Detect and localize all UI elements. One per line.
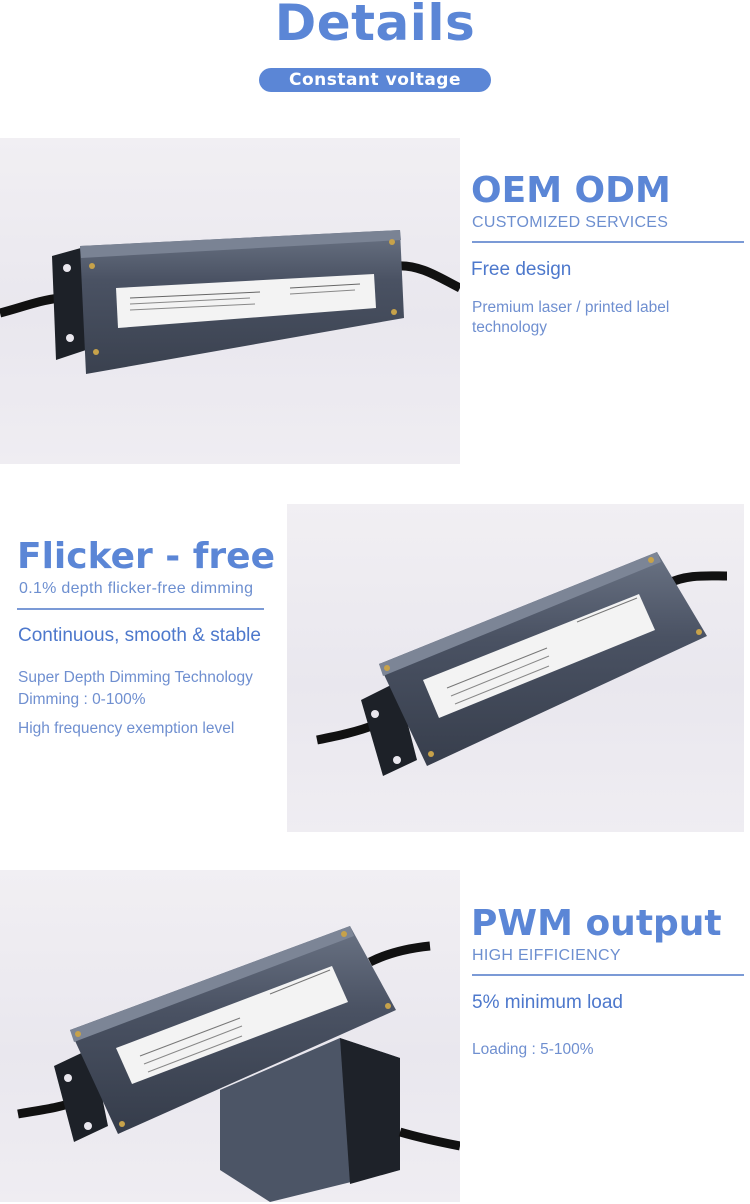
cable-right xyxy=(664,571,728,589)
detail-line: Loading : 5-100% xyxy=(472,1041,594,1058)
section-2-feature: Continuous, smooth & stable xyxy=(18,625,261,646)
product-label xyxy=(116,966,348,1084)
led-driver-image xyxy=(17,926,460,1202)
end-cap xyxy=(340,1038,400,1184)
section-1-details: Premium laser / printed label technology xyxy=(472,298,669,338)
section-3-details: Loading : 5-100% xyxy=(472,1040,594,1060)
page-title: Details xyxy=(274,0,476,52)
section-3-heading: PWM output xyxy=(471,903,722,944)
cable-left xyxy=(316,719,379,745)
section-2-heading: Flicker - free xyxy=(17,536,276,577)
product-label xyxy=(116,274,376,328)
detail-line: Dimming : 0-100% xyxy=(18,691,146,708)
detail-line: technology xyxy=(472,319,547,336)
led-driver-image xyxy=(0,230,460,374)
product-label xyxy=(423,594,655,718)
detail-line: High frequency exemption level xyxy=(18,720,235,737)
section-1-heading: OEM ODM xyxy=(471,170,671,211)
section-3-feature: 5% minimum load xyxy=(472,992,623,1013)
section-3-divider xyxy=(472,974,744,976)
section-1-feature: Free design xyxy=(471,259,572,280)
section-2-divider xyxy=(17,608,264,610)
subtitle-badge: Constant voltage xyxy=(259,68,491,92)
section-3-subheading: HIGH EIFFICIENCY xyxy=(472,947,621,964)
cable-left xyxy=(0,293,61,318)
section-1-subheading: CUSTOMIZED SERVICES xyxy=(472,214,669,231)
cable-right xyxy=(395,261,460,293)
led-driver-image xyxy=(316,552,728,776)
detail-line: Super Depth Dimming Technology xyxy=(18,669,253,686)
section-2-details: Super Depth Dimming Technology Dimming :… xyxy=(18,667,253,740)
product-photo-3 xyxy=(0,870,460,1202)
section-2-subheading: 0.1% depth flicker-free dimming xyxy=(19,580,254,597)
product-photo-1 xyxy=(0,138,460,464)
cable-right xyxy=(367,941,431,967)
section-1-divider xyxy=(472,241,744,243)
product-photo-2 xyxy=(287,504,744,832)
detail-line: Premium laser / printed label xyxy=(472,299,670,316)
